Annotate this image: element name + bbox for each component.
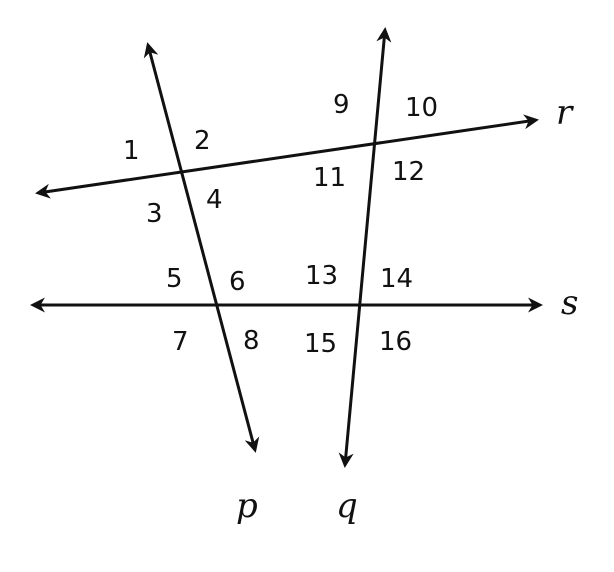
angle-11: 11 [313,163,346,193]
angle-13: 13 [305,261,338,291]
angle-5: 5 [166,264,183,294]
angle-14: 14 [380,264,413,294]
angle-3: 3 [146,199,163,229]
label-p: p [236,486,258,526]
angle-10: 10 [405,93,438,123]
label-s: s [561,283,578,323]
angle-12: 12 [392,157,425,187]
label-r: r [556,93,574,133]
line-r [35,114,539,199]
angle-2: 2 [194,126,211,156]
angle-1: 1 [123,136,140,166]
angle-6: 6 [229,267,246,297]
line-q [338,27,392,468]
angle-9: 9 [333,90,350,120]
angle-4: 4 [206,185,223,215]
angle-16: 16 [379,327,412,357]
angle-8: 8 [243,326,260,356]
label-q: q [336,486,358,526]
angle-15: 15 [304,329,337,359]
line-p [143,42,260,453]
angle-7: 7 [172,327,189,357]
